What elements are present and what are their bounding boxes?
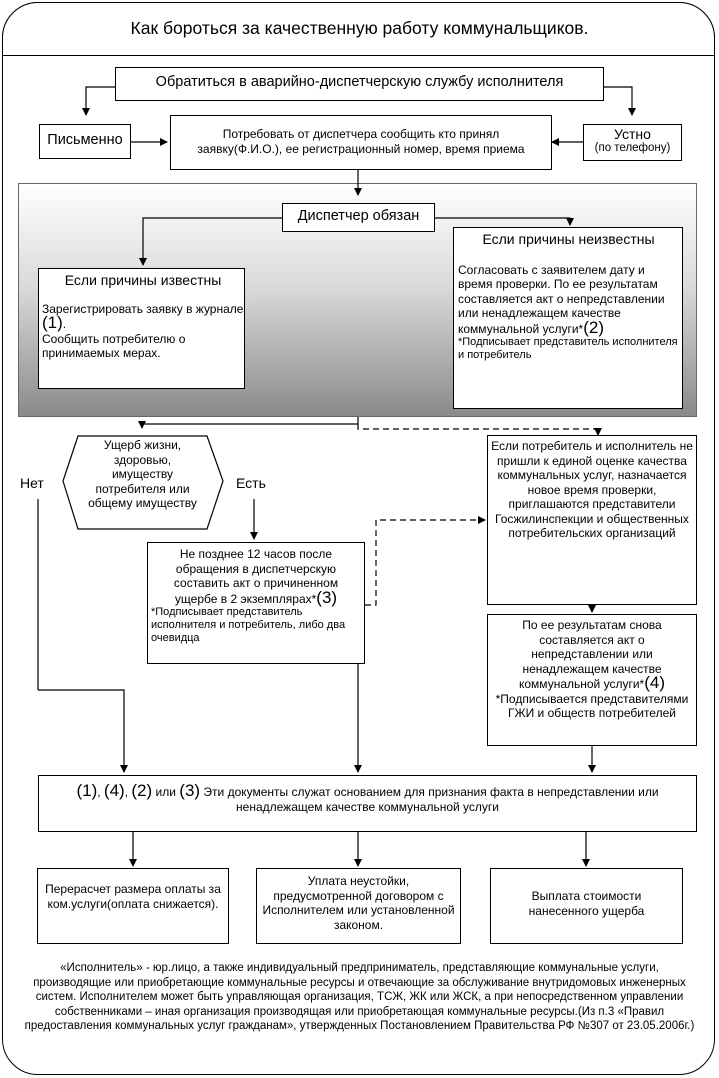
unknown-causes-box: Если причины неизвестны Согласовать с за… (453, 227, 683, 409)
ref-3: (3) (316, 587, 338, 607)
damage-act-note: *Подписывает представитель исполнителя и… (151, 606, 346, 644)
disagreement-text: Если потребитель и исполнитель не пришли… (491, 439, 693, 540)
basis-ref-1: (1) (76, 781, 98, 800)
title-header: Как бороться за качественную работу комм… (2, 2, 715, 56)
outcome-penalty-text: Уплата неустойки, предусмотренной догово… (262, 874, 455, 932)
dispatcher-must-box: Диспетчер обязан (282, 203, 435, 232)
basis-comma-1: , (97, 785, 101, 799)
ref-2: (2) (583, 317, 604, 337)
basis-comma-2: , (124, 785, 129, 799)
known-period: . (62, 317, 67, 331)
page-title: Как бороться за качественную работу комм… (130, 18, 589, 38)
request-info-box: Потребовать от диспетчера сообщить кто п… (170, 115, 552, 170)
disagreement-box: Если потребитель и исполнитель не пришли… (487, 435, 697, 605)
basis-text: Эти документы служат основанием для приз… (203, 785, 659, 814)
outcome-recalculation-text: Перерасчет размера оплаты за ком.услуги(… (45, 882, 221, 911)
dispatcher-must-label: Диспетчер обязан (297, 208, 420, 224)
damage-hexagon (62, 435, 224, 530)
basis-or: или (155, 785, 176, 799)
second-act-note: *Подписывается представителями ГЖИ и общ… (495, 691, 689, 721)
second-act-text: По ее результатам снова составляется акт… (519, 618, 662, 691)
written-label: Письменно (47, 132, 123, 148)
oral-label: Устно (614, 126, 651, 142)
second-act-box: По ее результатам снова составляется акт… (487, 614, 697, 746)
contact-dispatch-box: Обратиться в аварийно-диспетчерскую служ… (115, 67, 604, 101)
no-label: Нет (20, 475, 44, 491)
basis-ref-2: (2) (131, 781, 153, 800)
basis-box: (1), (4), (2) или (3) Эти документы служ… (38, 775, 697, 832)
ref-4: (4) (644, 673, 665, 692)
basis-ref-3: (3) (179, 781, 201, 800)
oral-box: Устно (по телефону) (583, 124, 682, 161)
known-title: Если причины известны (64, 272, 222, 288)
unknown-text: Согласовать с заявителем дату и время пр… (458, 262, 665, 336)
yes-label: Есть (236, 475, 266, 491)
outcome-penalty-box: Уплата неустойки, предусмотренной догово… (256, 868, 461, 944)
outcome-damage-payment-text: Выплата стоимости нанесенного ущерба (528, 889, 645, 918)
ref-1: (1) (42, 313, 63, 332)
outcome-damage-payment-box: Выплата стоимости нанесенного ущерба (490, 868, 683, 944)
known-text: Зарегистрировать заявку в журнале (42, 301, 244, 316)
unknown-note: *Подписывает представитель исполнителя и… (458, 336, 678, 361)
executor-definition-footnote: «Исполнитель» - юр.лицо, а также индивид… (24, 962, 695, 1033)
contact-dispatch-text: Обратиться в аварийно-диспетчерскую служ… (155, 74, 564, 90)
written-box: Письменно (39, 124, 131, 159)
damage-act-text: Не позднее 12 часов после обращения в ди… (173, 547, 339, 606)
unknown-title: Если причины неизвестны (482, 231, 655, 247)
known-notify-text: Сообщить потребителю о принимаемых мерах… (42, 331, 186, 361)
damage-act-box: Не позднее 12 часов после обращения в ди… (147, 542, 365, 664)
known-causes-box: Если причины известны Зарегистрировать з… (38, 268, 245, 389)
request-info-text: Потребовать от диспетчера сообщить кто п… (197, 127, 525, 156)
oral-sublabel: (по телефону) (594, 142, 671, 154)
basis-ref-4: (4) (103, 781, 125, 800)
outcome-recalculation-box: Перерасчет размера оплаты за ком.услуги(… (37, 868, 229, 944)
damage-label: Ущерб жизни, здоровью, имуществу потреби… (88, 438, 197, 510)
